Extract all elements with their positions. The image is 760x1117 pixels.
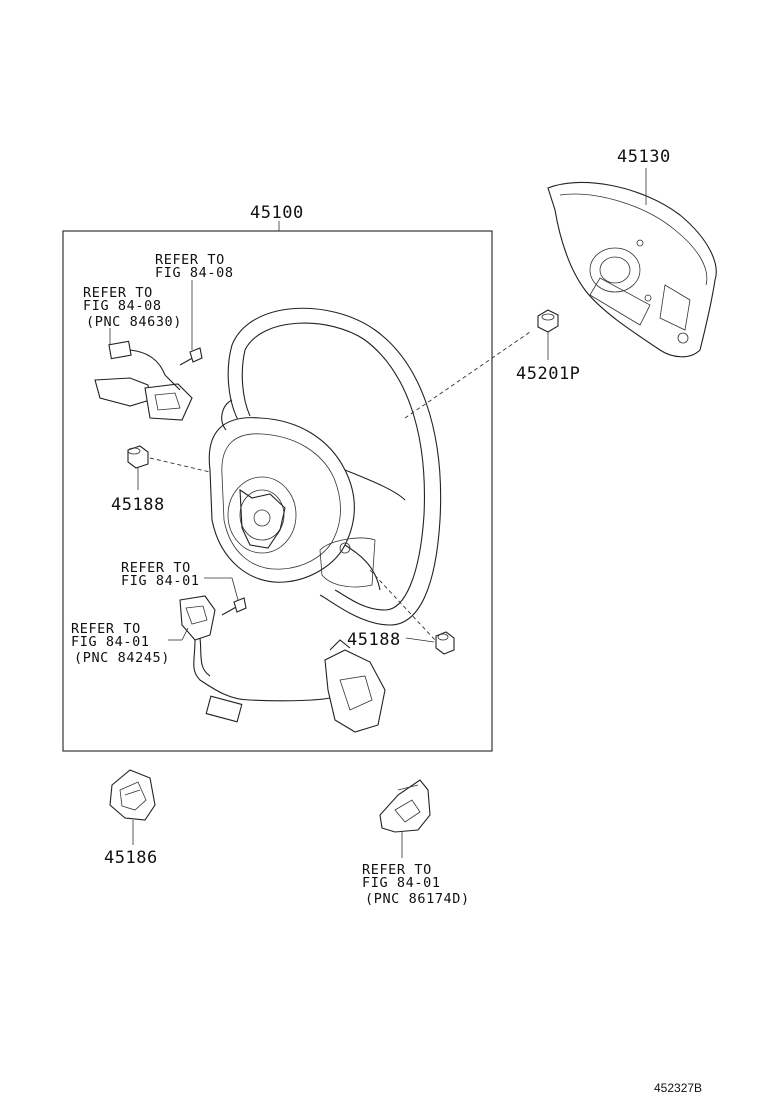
nut-drawing — [537, 309, 559, 333]
audio-switch-drawing — [379, 779, 431, 833]
part-number-lower-cover: 45186 — [104, 848, 158, 868]
ref-mid-left-line1: REFER TO — [121, 560, 191, 576]
airbag-drawing — [547, 181, 717, 358]
ref-bottom-center-line3: (PNC 86174D) — [365, 891, 470, 907]
cruise-switch-drawing — [94, 340, 193, 421]
cover-left-drawing — [127, 445, 149, 469]
ref-bottom-center-line2: FIG 84-01 — [362, 875, 441, 891]
ref-bottom-center-line1: REFER TO — [362, 862, 432, 878]
ref-top-left-line1: REFER TO — [83, 285, 153, 301]
part-number-wheel: 45100 — [250, 203, 304, 223]
screw-upper-drawing — [179, 347, 203, 366]
spiral-cable-drawing — [179, 595, 386, 733]
screw-lower-drawing — [221, 597, 247, 616]
ref-lower-left-line1: REFER TO — [71, 621, 141, 637]
ref-lower-left-line2: FIG 84-01 — [71, 634, 150, 650]
lower-cover-drawing — [109, 769, 156, 821]
cover-right-drawing — [435, 631, 455, 655]
ref-top-left-line2: FIG 84-08 — [83, 298, 162, 314]
ref-top-left-line3: (PNC 84630) — [86, 314, 182, 330]
part-number-airbag: 45130 — [617, 147, 671, 167]
assembly-frame — [62, 230, 493, 752]
part-number-nut: 45201P — [516, 364, 580, 384]
part-number-cover-left: 45188 — [111, 495, 165, 515]
part-number-cover-right: 45188 — [347, 630, 401, 650]
ref-top-center-line1: REFER TO — [155, 252, 225, 268]
diagram-code: 452327B — [654, 1081, 702, 1095]
ref-top-center-line2: FIG 84-08 — [155, 265, 234, 281]
ref-lower-left-line3: (PNC 84245) — [74, 650, 170, 666]
ref-mid-left-line2: FIG 84-01 — [121, 573, 200, 589]
steering-wheel-drawing — [208, 307, 442, 626]
